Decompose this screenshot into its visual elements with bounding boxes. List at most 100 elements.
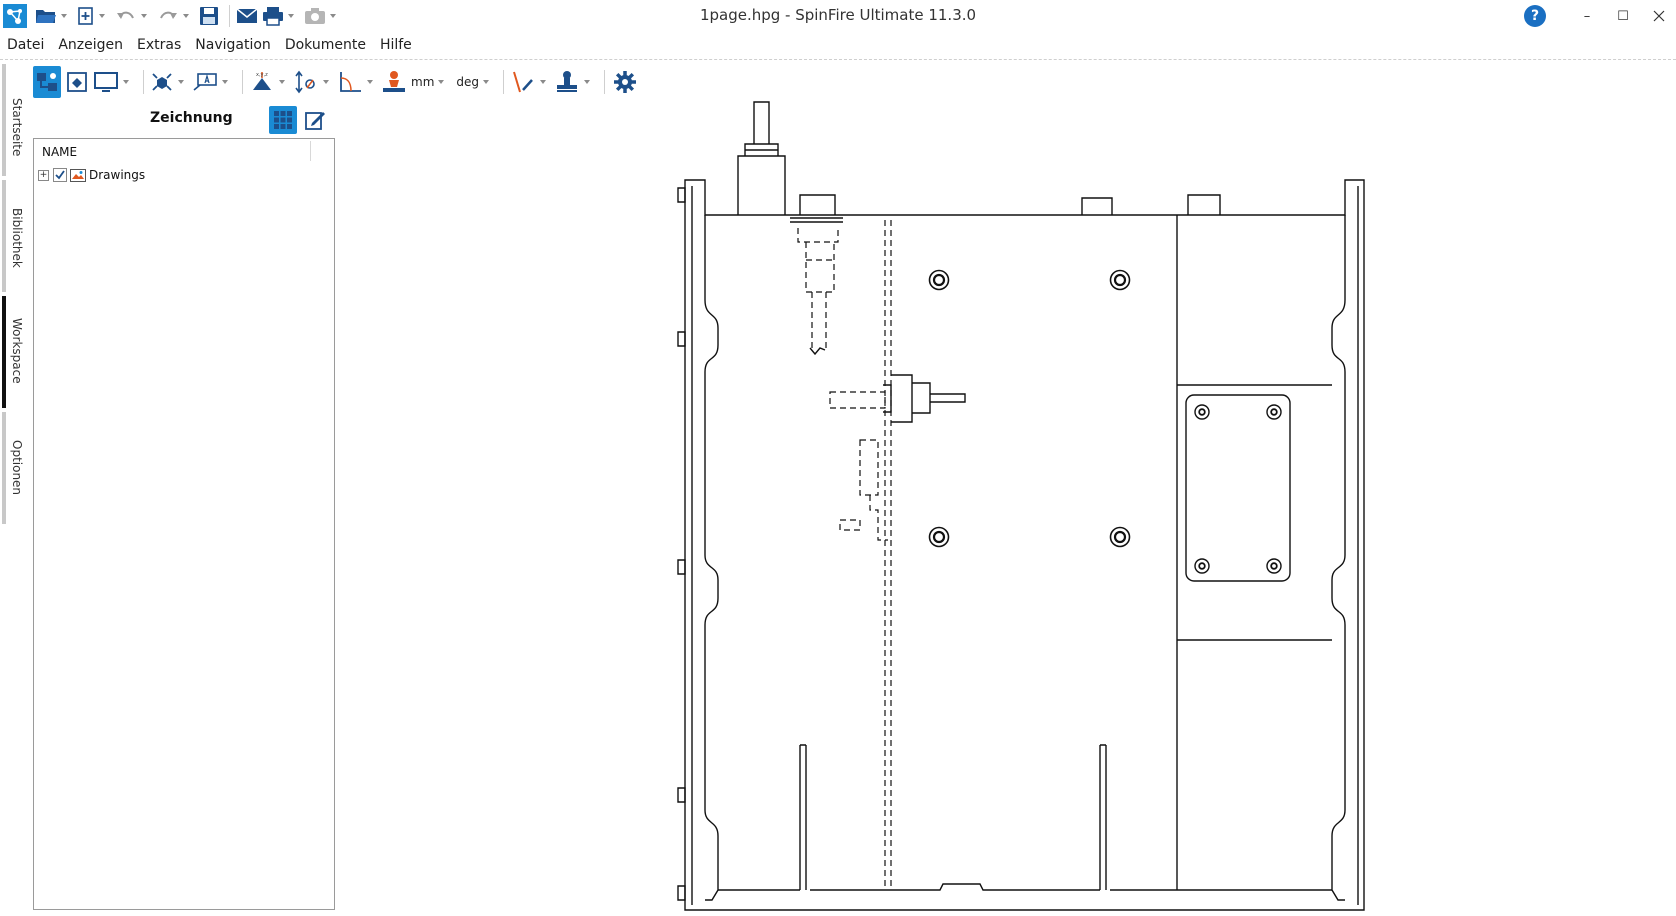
chevron-down-icon[interactable]	[99, 14, 105, 18]
svg-text:x,y,z: x,y,z	[256, 72, 268, 78]
left-notch	[677, 885, 686, 901]
menu-datei[interactable]: Datei	[7, 37, 45, 53]
panel-header: Zeichnung	[33, 106, 325, 134]
hidden-line	[884, 220, 892, 890]
chevron-down-icon[interactable]	[483, 80, 490, 84]
snapshot-button[interactable]	[304, 0, 342, 32]
chevron-down-icon[interactable]	[438, 80, 445, 84]
tree-header: NAME	[34, 139, 334, 163]
drawing-viewport[interactable]	[340, 100, 1670, 912]
mounting-hole-inner	[932, 530, 946, 544]
tab-label: Optionen	[10, 440, 24, 496]
menu-extras[interactable]: Extras	[137, 37, 182, 53]
mounting-hole	[1109, 526, 1131, 548]
chevron-down-icon[interactable]	[61, 14, 67, 18]
display-mode-button[interactable]	[93, 66, 135, 98]
model-tree-button[interactable]	[33, 66, 61, 98]
envelope-icon	[236, 8, 258, 23]
angle-unit-button[interactable]: deg	[452, 66, 495, 98]
mounting-hole-inner	[932, 273, 946, 287]
angle-measure-button[interactable]	[337, 66, 379, 98]
expand-toggle[interactable]: +	[38, 169, 49, 181]
help-icon[interactable]: ?	[1524, 5, 1546, 27]
visibility-checkbox[interactable]	[53, 168, 67, 182]
chevron-down-icon[interactable]	[288, 14, 294, 18]
length-unit-label: mm	[411, 75, 435, 89]
undo-button[interactable]	[115, 0, 153, 32]
tab-bibliothek[interactable]: Bibliothek	[2, 180, 24, 292]
open-folder-button[interactable]	[35, 0, 73, 32]
chevron-down-icon[interactable]	[279, 80, 285, 84]
section-line-button[interactable]	[510, 66, 552, 98]
grid-view-button[interactable]	[269, 106, 297, 134]
chevron-down-icon[interactable]	[123, 80, 129, 84]
markup-button[interactable]	[192, 66, 234, 98]
settings-button[interactable]	[611, 66, 639, 98]
chevron-down-icon[interactable]	[323, 80, 329, 84]
distance-measure-icon	[295, 70, 315, 94]
distance-measure-button[interactable]	[293, 66, 335, 98]
plate-screw-inner	[1198, 562, 1206, 570]
folder-open-icon	[36, 10, 56, 23]
chevron-down-icon[interactable]	[367, 80, 373, 84]
chevron-down-icon[interactable]	[183, 14, 189, 18]
plate-screw-inner	[1270, 562, 1278, 570]
menu-hilfe[interactable]: Hilfe	[379, 37, 412, 53]
menu-navigation[interactable]: Navigation	[195, 37, 271, 53]
tab-indicator	[2, 64, 6, 176]
checkmark-icon	[55, 170, 65, 180]
point-measure-button[interactable]: x,y,z	[249, 66, 291, 98]
maximize-button[interactable]: ☐	[1617, 8, 1629, 24]
print-button[interactable]	[262, 0, 300, 32]
tab-indicator	[2, 296, 6, 408]
hidden-line	[859, 439, 879, 496]
tab-optionen[interactable]: Optionen	[2, 412, 24, 524]
menu-bar: Datei Anzeigen Extras Navigation Dokumen…	[0, 32, 1676, 58]
email-button[interactable]	[236, 0, 258, 32]
column-separator[interactable]	[310, 141, 311, 161]
edit-icon	[305, 112, 325, 130]
panel-title: Zeichnung	[150, 110, 233, 126]
close-button[interactable]	[1642, 0, 1676, 32]
menu-anzeigen[interactable]: Anzeigen	[58, 37, 124, 53]
name-column-header[interactable]: NAME	[42, 145, 78, 159]
edit-view-button[interactable]	[301, 106, 329, 134]
tree-item-label: Drawings	[89, 168, 146, 182]
bottom-contour	[718, 883, 1332, 891]
add-document-icon	[78, 7, 93, 25]
chevron-down-icon[interactable]	[540, 80, 547, 84]
redo-button[interactable]	[157, 0, 195, 32]
explode-button[interactable]	[150, 66, 190, 98]
left-notch	[677, 787, 686, 803]
inner-left-contour	[704, 215, 719, 901]
tree-item-drawings[interactable]: + Drawings	[38, 167, 145, 183]
stamp-icon	[557, 71, 578, 92]
tab-indicator	[2, 180, 6, 292]
drawing-tree-panel: NAME + Drawings	[33, 138, 335, 910]
enclosure-outline	[684, 179, 1365, 911]
chevron-down-icon[interactable]	[141, 14, 147, 18]
top-tab	[1187, 194, 1221, 215]
close-icon	[1653, 10, 1665, 22]
chevron-down-icon[interactable]	[222, 80, 228, 84]
technical-drawing	[677, 101, 1365, 911]
stamp-button[interactable]	[554, 66, 596, 98]
tab-workspace[interactable]: Workspace	[2, 296, 24, 408]
chevron-down-icon[interactable]	[178, 80, 184, 84]
menu-dokumente[interactable]: Dokumente	[284, 37, 366, 53]
length-unit-button[interactable]: mm	[381, 66, 450, 98]
view-cube-icon	[67, 72, 87, 92]
angle-measure-icon	[340, 72, 361, 92]
undo-icon	[117, 11, 134, 19]
new-button[interactable]	[77, 0, 111, 32]
access-plate	[1185, 394, 1291, 582]
tab-startseite[interactable]: Startseite	[2, 64, 24, 176]
chevron-down-icon[interactable]	[330, 14, 336, 18]
minimize-button[interactable]: –	[1583, 8, 1591, 24]
save-button[interactable]	[199, 0, 219, 32]
side-connector-stem	[930, 393, 966, 403]
left-notch	[677, 559, 686, 575]
chevron-down-icon[interactable]	[584, 80, 591, 84]
title-bar: 1page.hpg - SpinFire Ultimate 11.3.0 ? –…	[0, 0, 1676, 32]
view-cube-button[interactable]	[63, 66, 91, 98]
